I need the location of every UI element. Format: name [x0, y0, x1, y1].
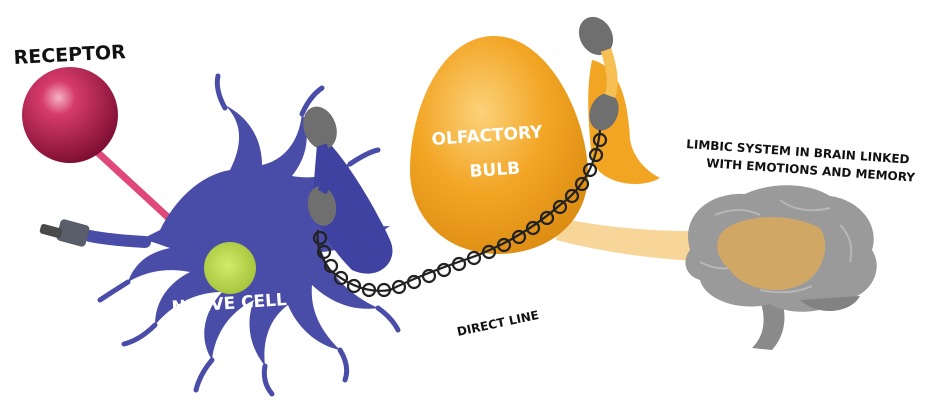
receptor-sphere: [22, 67, 118, 163]
receptor-label: RECEPTOR: [13, 41, 127, 69]
axon-plug: [39, 218, 145, 247]
nucleus: [204, 242, 256, 294]
brain: [685, 185, 876, 350]
olfactory-label-line2: BULB: [469, 159, 521, 182]
direct-line-label: DIRECT LINE: [456, 308, 540, 339]
